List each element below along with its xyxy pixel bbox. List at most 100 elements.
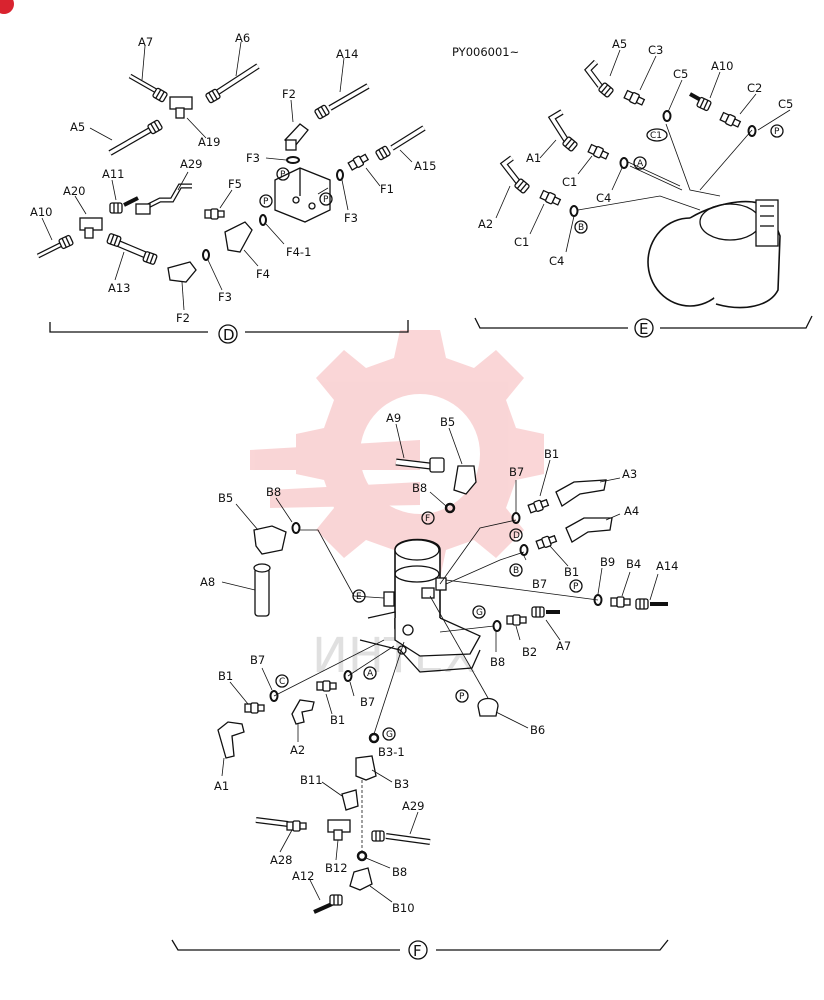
section-e-marker <box>634 318 654 338</box>
label-f3: F3 <box>246 151 260 165</box>
label-f-a7: A7 <box>556 639 571 653</box>
section-f-labels: A9 B5 B8 B7 B1 A3 B5 B8 A4 B7 B1 B9 B4 A… <box>200 411 679 960</box>
label-f-b2: B2 <box>522 645 537 659</box>
label-f3-b: F3 <box>344 211 358 225</box>
label-e-a1: A1 <box>526 151 541 165</box>
label-f5: F5 <box>228 177 242 191</box>
tag-b-e <box>574 220 588 234</box>
section-d-labels: A7 A6 A14 F2 A5 A19 F3 A15 A29 F1 A11 F5… <box>30 31 437 344</box>
label-f-b8: B8 <box>266 485 281 499</box>
section-d <box>36 63 426 333</box>
label-a20: A20 <box>63 184 86 198</box>
section-e-leaders <box>495 49 791 253</box>
label-e-a2: A2 <box>478 217 493 231</box>
label-f-b3: B3 <box>394 777 409 791</box>
tag-p-f1 <box>569 579 583 593</box>
section-d-leaders <box>41 41 413 311</box>
svg-text:P: P <box>323 195 329 205</box>
label-f2-b: F2 <box>176 311 190 325</box>
section-f-leaders <box>221 423 659 903</box>
svg-text:G: G <box>476 608 483 618</box>
svg-text:P: P <box>774 127 780 137</box>
label-f-b7-b: B7 <box>532 577 547 591</box>
label-f-a4: A4 <box>624 504 639 518</box>
label-f-b8-c: B8 <box>490 655 505 669</box>
section-f-marker <box>408 940 428 960</box>
svg-text:C: C <box>279 677 285 687</box>
label-a6: A6 <box>235 31 250 45</box>
label-e-c5: C5 <box>673 67 688 81</box>
label-f-b3-1: B3-1 <box>378 745 405 759</box>
label-f-a28: A28 <box>270 853 293 867</box>
label-f-b7-c: B7 <box>250 653 265 667</box>
label-f1: F1 <box>380 182 394 196</box>
section-e-labels: A5 C3 C5 A10 C2 C5 A1 C1 C4 A2 C1 C4 C1 … <box>478 37 793 338</box>
label-a7: A7 <box>138 35 153 49</box>
label-f-a2: A2 <box>290 743 305 757</box>
label-e-c3: C3 <box>648 43 663 57</box>
label-f4-1: F4-1 <box>286 245 311 259</box>
label-a14: A14 <box>336 47 359 61</box>
tag-a-f <box>363 666 377 680</box>
label-f-b6: B6 <box>530 723 545 737</box>
svg-text:A: A <box>367 669 374 679</box>
tag-g-2 <box>382 727 396 741</box>
label-a15: A15 <box>414 159 437 173</box>
svg-text:B: B <box>513 566 519 576</box>
label-e-c2: C2 <box>747 81 762 95</box>
label-e-c5-b: C5 <box>778 97 793 111</box>
label-f4: F4 <box>256 267 270 281</box>
tag-a-e <box>633 156 647 170</box>
svg-text:A: A <box>637 159 644 169</box>
label-e-a10: A10 <box>711 59 734 73</box>
tag-p-d1 <box>276 167 290 181</box>
tag-d <box>509 528 523 542</box>
label-f-a8: A8 <box>200 575 215 589</box>
label-f-b9: B9 <box>600 555 615 569</box>
tag-g-1 <box>472 605 486 619</box>
tag-p-d3 <box>319 192 333 206</box>
tag-p-e <box>770 124 784 138</box>
label-f-a14: A14 <box>656 559 679 573</box>
label-f-b1-d: B1 <box>330 713 345 727</box>
serial-header: PY006001~ <box>452 45 519 59</box>
label-f2: F2 <box>282 87 296 101</box>
label-f-b4: B4 <box>626 557 641 571</box>
label-a5: A5 <box>70 120 85 134</box>
label-f-b8-top: B8 <box>412 481 427 495</box>
svg-text:P: P <box>263 197 269 207</box>
label-e-c4: C4 <box>596 191 611 205</box>
label-a29: A29 <box>180 157 203 171</box>
label-e-c1: C1 <box>562 175 577 189</box>
label-f-b11: B11 <box>300 773 323 787</box>
tag-f <box>421 511 435 525</box>
label-f-b7: B7 <box>509 465 524 479</box>
label-a13: A13 <box>108 281 131 295</box>
label-f-a3: A3 <box>622 467 637 481</box>
svg-text:P: P <box>459 692 465 702</box>
label-f-b10: B10 <box>392 901 415 915</box>
section-d-marker <box>218 324 238 344</box>
label-f-b12: B12 <box>325 861 348 875</box>
label-a10: A10 <box>30 205 53 219</box>
corner-badge <box>0 0 14 14</box>
label-e-c4-b: C4 <box>549 254 564 268</box>
section-e: PY006001~ <box>452 45 813 329</box>
label-f-b1-c: B1 <box>218 669 233 683</box>
section-d-label: D <box>223 326 235 344</box>
label-f-a29: A29 <box>402 799 425 813</box>
section-e-label: E <box>639 320 648 338</box>
watermark-logo <box>250 330 544 578</box>
svg-text:F: F <box>425 514 430 524</box>
label-f-b1-b: B1 <box>564 565 579 579</box>
label-f-b5: B5 <box>218 491 233 505</box>
section-f-label: F <box>413 942 422 960</box>
section-f <box>171 457 669 951</box>
svg-text:G: G <box>386 730 393 740</box>
svg-text:B: B <box>578 223 584 233</box>
label-f-b5-top: B5 <box>440 415 455 429</box>
svg-text:P: P <box>280 170 286 180</box>
label-f-a1: A1 <box>214 779 229 793</box>
